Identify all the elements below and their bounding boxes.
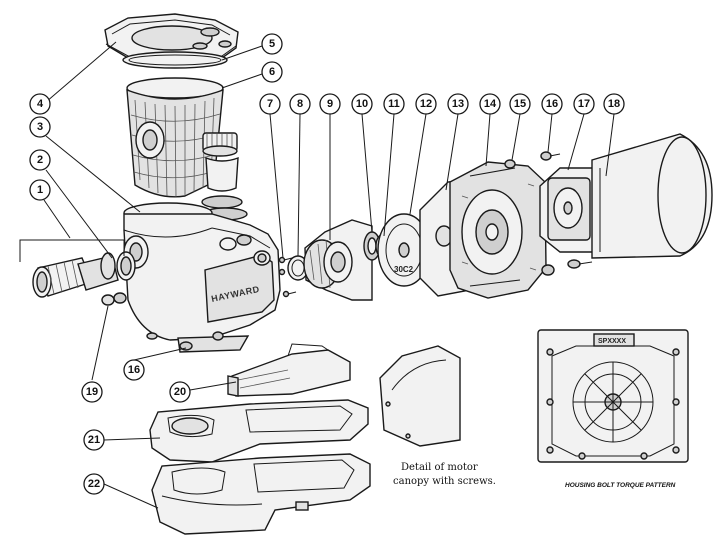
union-connector-set [201, 132, 248, 221]
svg-text:3: 3 [37, 121, 43, 133]
impeller-marking: 30C2 [394, 265, 414, 274]
callout-2: 2 [29, 149, 51, 171]
drain-plugs [101, 292, 127, 306]
callout-6: 6 [261, 61, 283, 83]
svg-text:18: 18 [608, 98, 620, 110]
svg-text:21: 21 [88, 434, 100, 446]
motor-canopy-detail: Detail of motor canopy with screws. [379, 345, 496, 487]
pump-base [149, 399, 369, 463]
callout-9: 9 [319, 93, 341, 115]
union-assembly [32, 251, 136, 298]
svg-text:19: 19 [86, 386, 98, 398]
leader-lines [19, 41, 615, 509]
callout-16-bottom: 16 [123, 359, 145, 381]
svg-text:20: 20 [174, 386, 186, 398]
callout-14: 14 [479, 93, 501, 115]
svg-text:10: 10 [356, 98, 368, 110]
svg-text:16: 16 [546, 98, 558, 110]
strainer-basket [126, 77, 224, 198]
housing-screws [278, 256, 297, 298]
svg-text:2: 2 [37, 154, 43, 166]
torque-pattern-caption: HOUSING BOLT TORQUE PATTERN [565, 482, 676, 489]
callout-11: 11 [383, 93, 405, 115]
svg-text:9: 9 [327, 98, 333, 110]
canopy-caption-line2: canopy with screws. [393, 476, 496, 487]
svg-text:16: 16 [128, 364, 140, 376]
motor [539, 133, 713, 259]
callout-17: 17 [573, 93, 595, 115]
callout-22: 22 [83, 473, 105, 495]
callout-16-top: 16 [541, 93, 563, 115]
pump-housing: HAYWARD [123, 202, 281, 353]
callout-8: 8 [289, 93, 311, 115]
svg-text:8: 8 [297, 98, 303, 110]
svg-text:15: 15 [514, 98, 526, 110]
svg-text:12: 12 [420, 98, 432, 110]
callout-10: 10 [351, 93, 373, 115]
svg-text:1: 1 [37, 184, 43, 196]
callout-13: 13 [447, 93, 469, 115]
svg-text:6: 6 [269, 66, 275, 78]
callout-18: 18 [603, 93, 625, 115]
callout-4: 4 [29, 93, 51, 115]
callout-1: 1 [29, 179, 51, 201]
pump-spacer [227, 343, 351, 397]
callout-21: 21 [83, 429, 105, 451]
callout-3: 3 [29, 116, 51, 138]
svg-text:5: 5 [269, 38, 275, 50]
callout-20: 20 [169, 381, 191, 403]
svg-text:14: 14 [484, 98, 497, 110]
svg-text:4: 4 [37, 98, 44, 110]
callout-12: 12 [415, 93, 437, 115]
extended-pump-base [151, 453, 371, 535]
seal-plate [449, 161, 547, 299]
strainer-cover [104, 13, 239, 65]
svg-text:22: 22 [88, 478, 100, 490]
svg-text:13: 13 [452, 98, 464, 110]
callout-7: 7 [259, 93, 281, 115]
diffuser [303, 219, 373, 301]
torque-pattern-detail: SPXXXX HOUSING BOLT TORQUE PATTERN [537, 329, 689, 489]
cover-o-ring [122, 51, 228, 69]
callout-19: 19 [81, 381, 103, 403]
svg-text:7: 7 [267, 98, 273, 110]
plate-marking: SPXXXX [598, 338, 626, 345]
callout-5: 5 [261, 33, 283, 55]
svg-text:11: 11 [388, 98, 400, 110]
svg-text:17: 17 [578, 98, 590, 110]
callout-15: 15 [509, 93, 531, 115]
canopy-caption-line1: Detail of motor [401, 462, 478, 473]
